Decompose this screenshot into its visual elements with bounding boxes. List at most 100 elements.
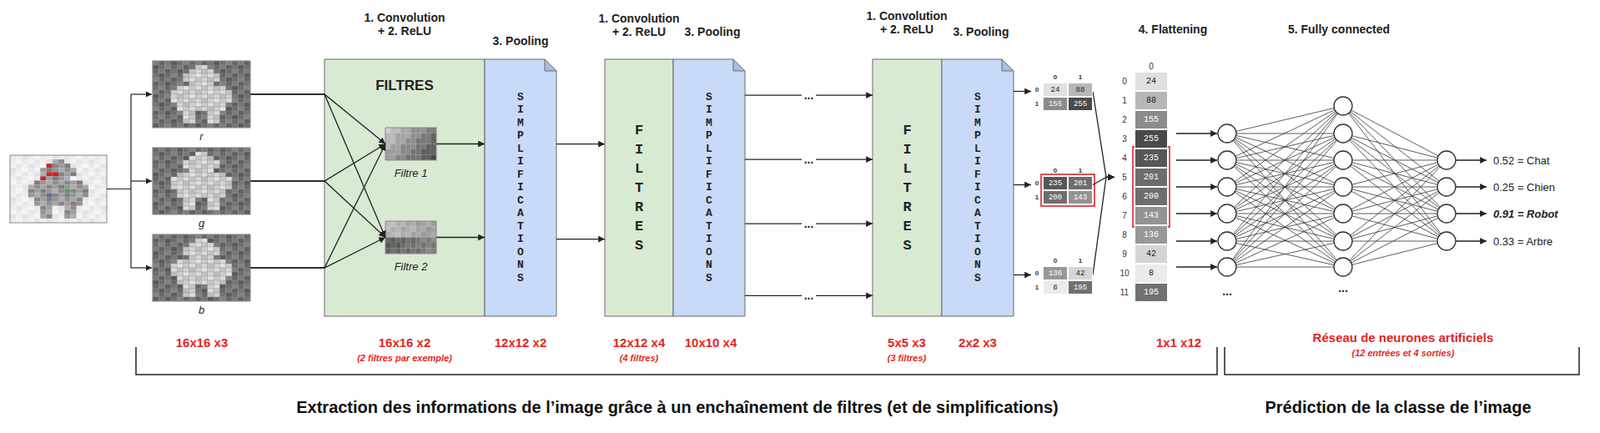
pixel <box>171 263 177 268</box>
pixel <box>152 255 159 260</box>
pixel <box>421 138 427 145</box>
label-slot: 0.52 = Chat <box>1493 154 1550 167</box>
pixel <box>171 259 177 264</box>
pixel <box>10 214 16 219</box>
connector-arrow <box>1013 274 1032 276</box>
pixel <box>34 180 41 185</box>
pixel <box>189 115 196 120</box>
pixel <box>76 218 83 223</box>
dimension-label: 12x12 x4 <box>613 335 666 350</box>
pixel <box>183 123 190 128</box>
pixel <box>195 65 202 70</box>
highlight-outline <box>1132 146 1170 227</box>
synapse-line <box>1343 105 1447 242</box>
pixel <box>416 221 422 227</box>
synapse-line <box>1343 160 1447 214</box>
pixel <box>171 189 177 194</box>
pixel <box>171 296 177 302</box>
pixel <box>165 288 172 293</box>
pixel <box>226 267 232 272</box>
pixel <box>22 176 29 181</box>
pixel <box>158 259 165 264</box>
pixel <box>95 167 101 172</box>
pixel <box>15 197 22 202</box>
neuron <box>1217 124 1237 143</box>
pixel <box>201 288 208 293</box>
pixel <box>171 238 177 243</box>
pixel <box>231 284 238 289</box>
edge-label: ... <box>801 89 817 101</box>
pixel <box>189 94 196 99</box>
pixel <box>201 115 208 120</box>
pixel <box>10 193 16 198</box>
table-index: 5 <box>1114 167 1135 187</box>
filter-image: Filtre 2 <box>385 221 437 254</box>
pixel <box>82 189 89 194</box>
pixel <box>40 159 46 164</box>
pixel <box>231 90 238 95</box>
pixel <box>213 110 220 116</box>
pixel <box>416 127 422 134</box>
pixel <box>244 81 251 86</box>
pixel <box>28 193 35 198</box>
pixel <box>40 167 46 172</box>
pixel <box>395 226 401 233</box>
input-arrow <box>130 180 152 182</box>
pixel <box>165 185 172 190</box>
pixel <box>201 172 208 177</box>
synapse-line <box>1343 160 1447 162</box>
pixel <box>183 255 190 260</box>
dimension-note: (12 entrées et 4 sorties) <box>1352 347 1455 358</box>
pixel <box>88 180 95 185</box>
synapse-line <box>1227 105 1344 267</box>
pixel <box>195 251 202 256</box>
pixel <box>201 238 208 243</box>
pixel <box>400 221 406 227</box>
pixel <box>152 90 159 95</box>
pixel <box>95 163 101 168</box>
pixel <box>195 60 202 66</box>
pixel <box>201 267 208 272</box>
class-score: 0.91 = Robot <box>1493 207 1559 221</box>
pixel <box>22 167 29 172</box>
pixel <box>219 284 226 289</box>
pixel <box>165 251 172 256</box>
pixel <box>46 180 53 185</box>
pixel <box>183 151 190 156</box>
synapse-line <box>1227 133 1344 267</box>
dimension-note: (3 filtres) <box>887 352 926 363</box>
pixel <box>22 180 29 185</box>
pixel <box>213 147 220 152</box>
pixel <box>219 151 226 156</box>
pixel <box>201 284 208 289</box>
pixel <box>226 155 232 161</box>
label-slot: 3. Pooling <box>684 25 741 39</box>
pixel <box>152 164 159 169</box>
filter-name: Filtre 2 <box>360 260 462 273</box>
pixel <box>207 164 214 169</box>
pixel <box>34 189 41 194</box>
table-index: 1 <box>1067 165 1093 177</box>
pixel <box>183 238 190 243</box>
folded-corner <box>1001 59 1014 71</box>
pixel <box>152 65 159 70</box>
pixel <box>411 231 417 238</box>
pixel <box>201 65 208 70</box>
step-heading: 1. Convolution + 2. ReLU <box>863 9 951 36</box>
pixel <box>226 60 232 66</box>
pixel <box>95 184 101 189</box>
pixel <box>195 263 202 268</box>
pixel <box>46 210 53 215</box>
pixel <box>390 127 396 134</box>
label-slot: 1x1 x12 <box>1156 335 1202 350</box>
pixel <box>52 189 59 194</box>
pixel <box>100 206 107 211</box>
pixel <box>95 176 101 181</box>
label-slot: 5x5 x3 <box>887 335 926 350</box>
pixel <box>237 172 244 177</box>
pixel <box>152 271 159 277</box>
pixel <box>237 185 244 190</box>
connector-arrow <box>436 236 485 238</box>
pixel <box>244 267 251 272</box>
pixel <box>46 159 53 164</box>
